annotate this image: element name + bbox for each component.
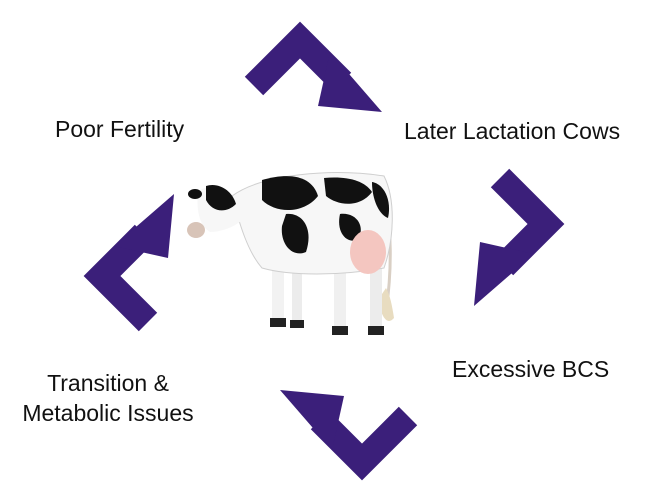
stage-label-transition-line-2: Metabolic Issues (8, 398, 208, 428)
stage-label-transition-line-1: Transition & (8, 368, 208, 398)
stage-label-poor-fertility: Poor Fertility (55, 114, 184, 144)
cycle-arrow-bottom-icon (280, 390, 408, 462)
cow-image (187, 173, 394, 335)
stage-label-excessive-bcs: Excessive BCS (452, 354, 609, 384)
cycle-arrow-left-icon (102, 194, 174, 322)
stage-label-later-lactation: Later Lactation Cows (404, 116, 620, 146)
cycle-arrow-right-icon (474, 178, 546, 306)
stage-label-transition: Transition & Metabolic Issues (8, 368, 208, 428)
cycle-arrow-top-icon (254, 40, 382, 112)
